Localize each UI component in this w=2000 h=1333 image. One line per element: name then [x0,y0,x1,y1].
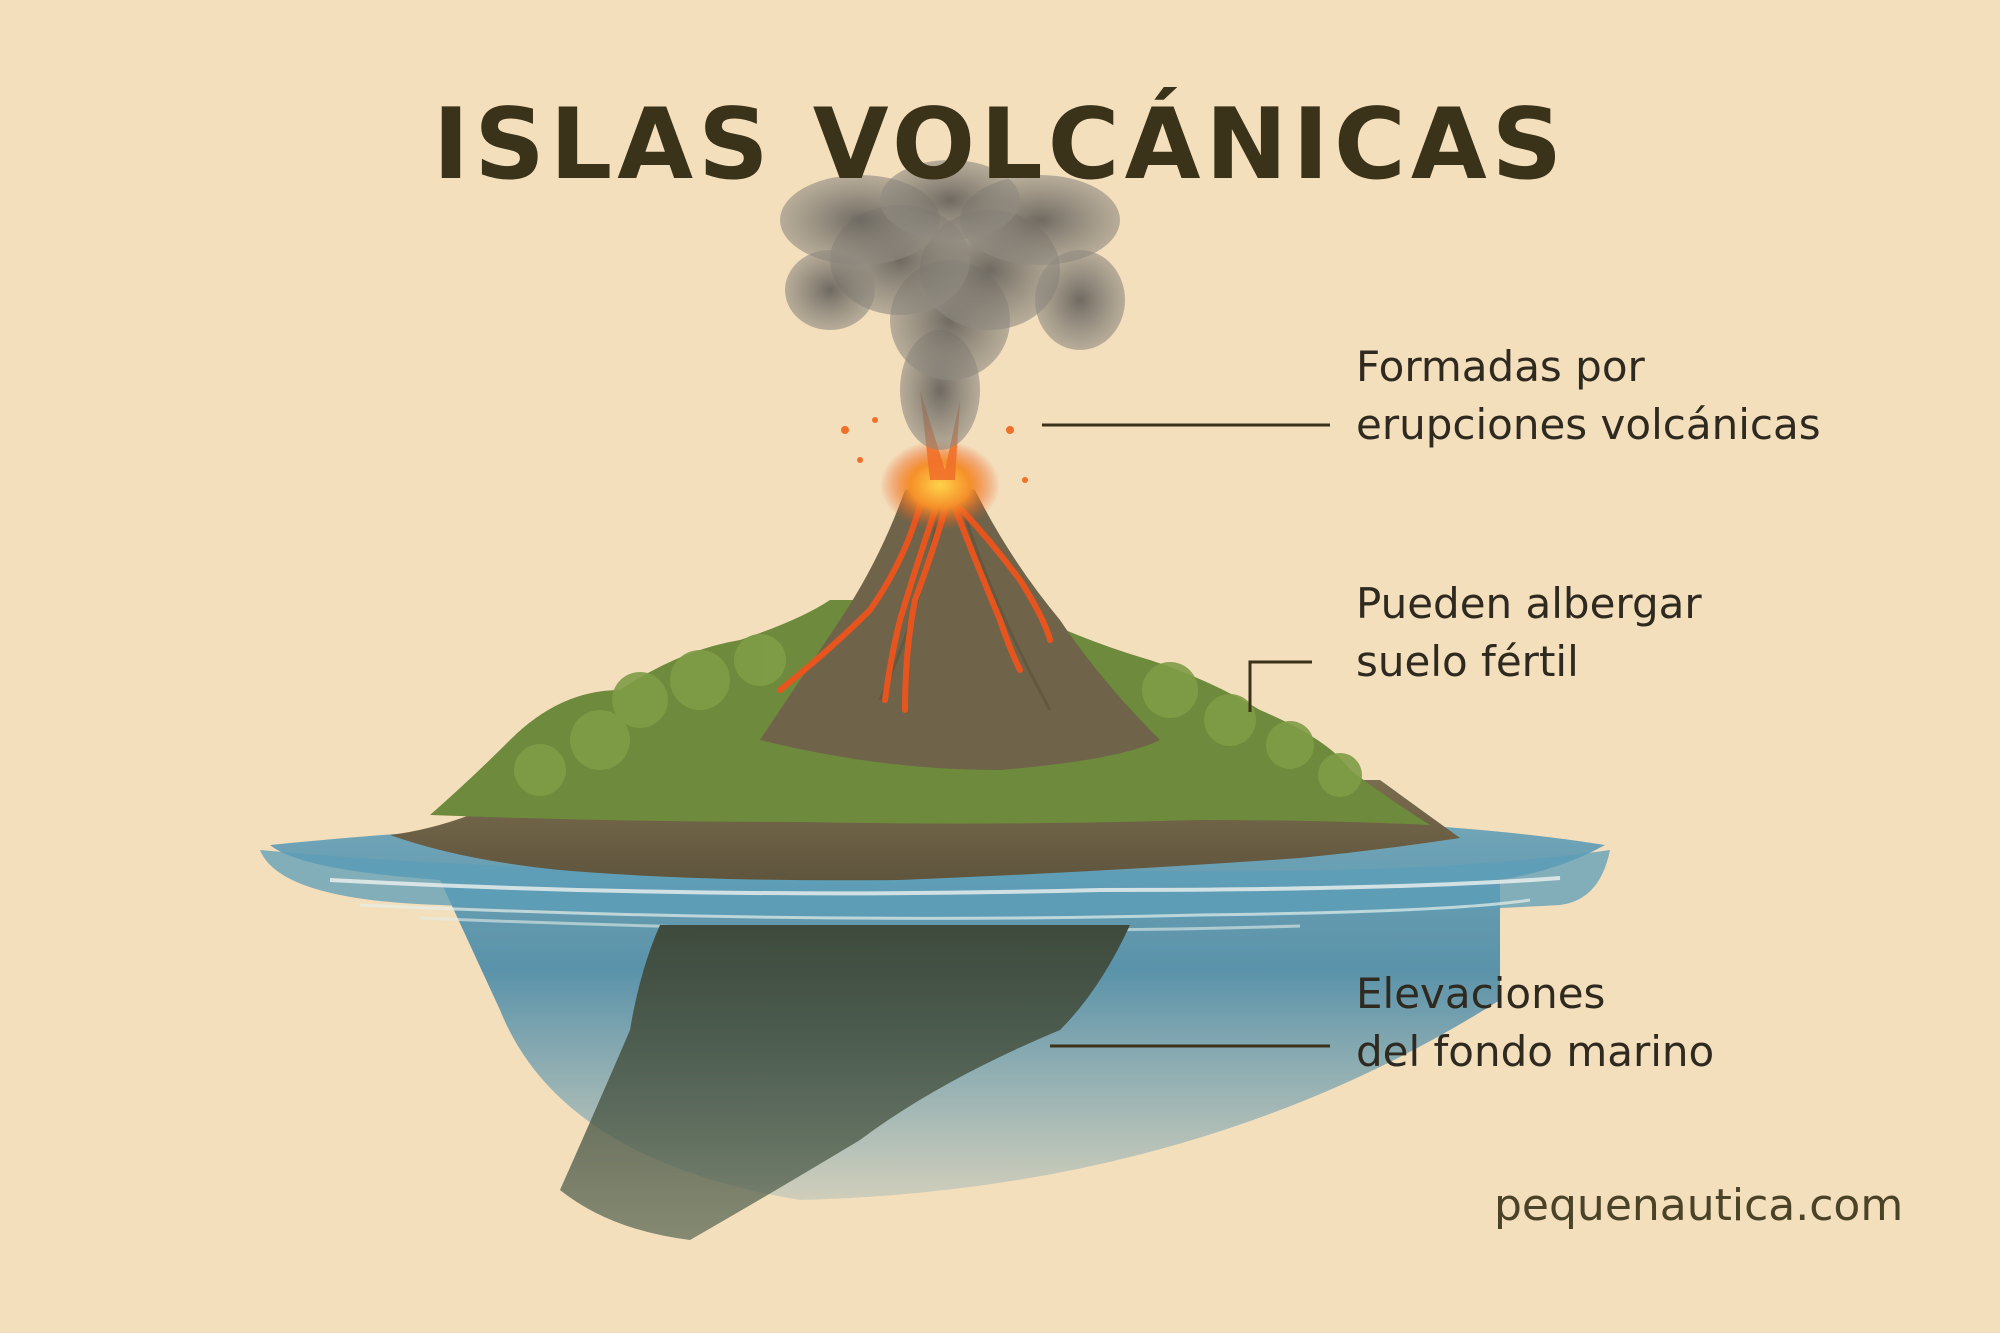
label-seafloor: Elevaciones del fondo marino [1356,965,1714,1081]
leader-line-2 [1248,660,1312,712]
label-seafloor-line1: Elevaciones [1356,969,1606,1018]
eruption-glow [880,440,1000,530]
lava-flow-icon [777,502,1053,713]
lava-sparks [841,417,1028,483]
website-credit: pequenautica.com [1494,1180,1904,1231]
label-eruptions-line1: Formadas por [1356,342,1645,391]
tree-clusters [514,634,1362,797]
smoke-cloud-icon [780,160,1125,450]
label-fertile-soil-line1: Pueden albergar [1356,579,1702,628]
label-seafloor-line2: del fondo marino [1356,1027,1715,1076]
label-eruptions: Formadas por erupciones volcánicas [1356,338,1821,454]
page-title: ISLAS VOLCÁNICAS [432,88,1568,202]
label-eruptions-line2: erupciones volcánicas [1356,400,1821,449]
label-fertile-soil: Pueden albergar suelo fértil [1356,575,1702,691]
label-fertile-soil-line2: suelo fértil [1356,637,1579,686]
volcano-illustration [760,484,1160,770]
underwater-rock [560,925,1130,1240]
